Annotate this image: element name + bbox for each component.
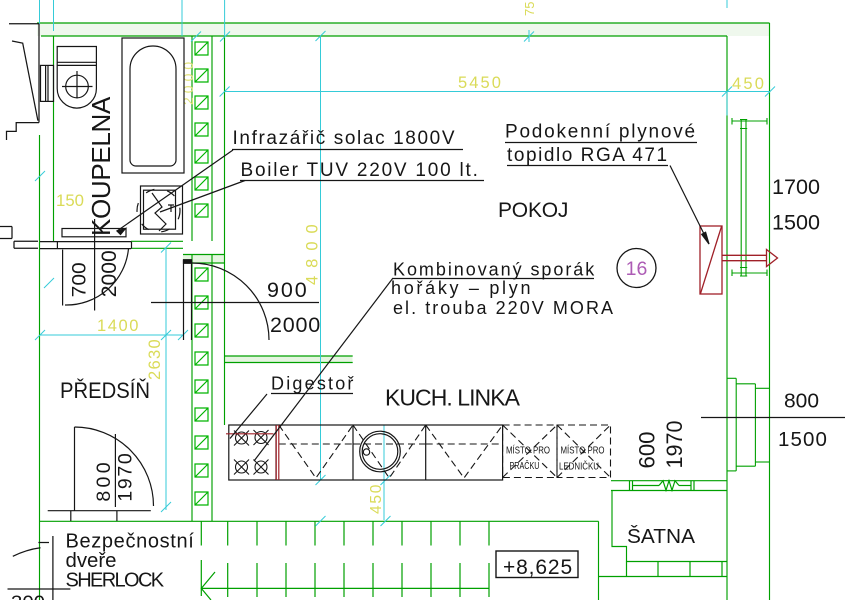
svg-text:800: 800	[784, 390, 819, 413]
svg-text:POKOJ: POKOJ	[498, 199, 568, 222]
svg-text:2000: 2000	[180, 58, 196, 105]
svg-text:hořáky – plyn: hořáky – plyn	[391, 278, 533, 298]
svg-text:LEDNIČKU: LEDNIČKU	[559, 460, 599, 473]
svg-text:700: 700	[69, 262, 91, 297]
svg-text:+8,625: +8,625	[503, 556, 573, 579]
svg-text:PŘEDSÍŇ: PŘEDSÍŇ	[60, 378, 150, 403]
svg-text:KUCH. LINKA: KUCH. LINKA	[385, 385, 521, 411]
svg-text:MÍSTO PRO: MÍSTO PRO	[561, 444, 605, 457]
svg-text:Kombinovaný sporák: Kombinovaný sporák	[393, 260, 596, 280]
svg-text:2000: 2000	[270, 313, 321, 337]
svg-text:1700: 1700	[772, 175, 820, 199]
svg-text:topidlo RGA 471: topidlo RGA 471	[507, 145, 669, 166]
svg-text:1500: 1500	[772, 211, 820, 235]
svg-text:4800: 4800	[304, 216, 322, 285]
svg-text:SHERLOCK: SHERLOCK	[66, 570, 165, 592]
svg-text:Bezpečnostní: Bezpečnostní	[66, 531, 195, 553]
svg-text:KOUPELNA: KOUPELNA	[86, 96, 116, 236]
svg-text:5450: 5450	[458, 74, 503, 92]
svg-text:600: 600	[635, 432, 660, 469]
svg-text:MÍSTO PRO: MÍSTO PRO	[506, 444, 550, 457]
svg-text:450: 450	[732, 75, 766, 93]
svg-text:2630: 2630	[146, 338, 164, 380]
svg-text:dveře: dveře	[66, 550, 117, 572]
svg-text:1400: 1400	[97, 317, 140, 335]
svg-text:1970: 1970	[662, 421, 687, 469]
svg-text:1970: 1970	[114, 452, 136, 502]
svg-text:150: 150	[56, 192, 84, 210]
svg-text:el. trouba 220V MORA: el. trouba 220V MORA	[393, 298, 615, 318]
svg-text:2000: 2000	[98, 250, 121, 297]
svg-text:Boiler TUV 220V 100 lt.: Boiler TUV 220V 100 lt.	[241, 160, 480, 181]
svg-text:800: 800	[93, 459, 115, 501]
svg-text:75: 75	[522, 2, 537, 16]
svg-text:Podokenní plynové: Podokenní plynové	[505, 122, 697, 143]
svg-text:300: 300	[11, 593, 45, 600]
svg-text:Digestoř: Digestoř	[271, 374, 356, 394]
svg-text:900: 900	[267, 278, 309, 302]
svg-text:PRAČKU: PRAČKU	[510, 459, 540, 472]
svg-text:16: 16	[626, 258, 648, 280]
svg-text:ŠATNA: ŠATNA	[627, 525, 695, 548]
svg-text:450: 450	[368, 483, 385, 514]
svg-text:Infrazářič solac 1800V: Infrazářič solac 1800V	[233, 128, 457, 149]
svg-text:1500: 1500	[778, 428, 828, 451]
